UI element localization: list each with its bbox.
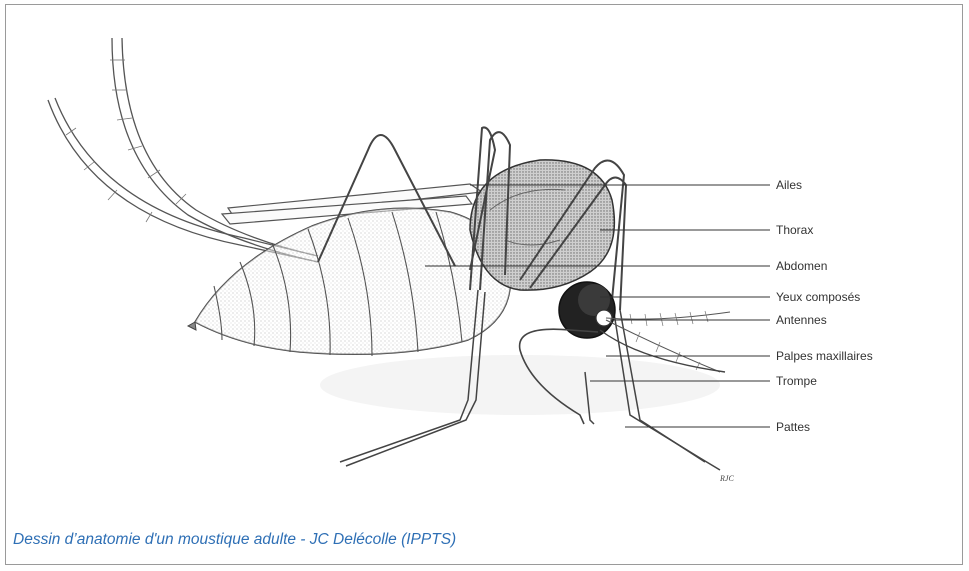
label-trompe: Trompe [776, 374, 817, 388]
artist-signature: RJC [720, 474, 734, 483]
label-palpes-maxillaires: Palpes maxillaires [776, 349, 873, 363]
abdomen-tip [188, 322, 196, 330]
rear-legs [48, 38, 318, 262]
figure-caption: Dessin d’anatomie d'un moustique adulte … [13, 531, 456, 549]
ground-shadow [320, 355, 720, 415]
label-thorax: Thorax [776, 223, 813, 237]
label-pattes: Pattes [776, 420, 810, 434]
label-abdomen: Abdomen [776, 259, 827, 273]
label-antennes: Antennes [776, 313, 827, 327]
label-yeux-composes: Yeux composés [776, 290, 860, 304]
label-ailes: Ailes [776, 178, 802, 192]
